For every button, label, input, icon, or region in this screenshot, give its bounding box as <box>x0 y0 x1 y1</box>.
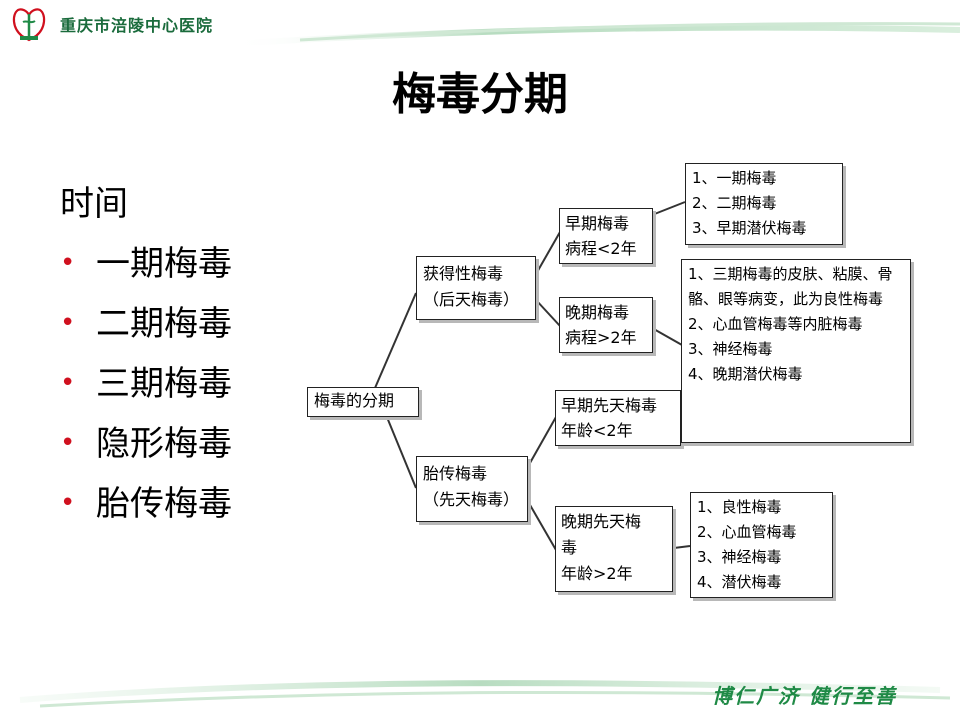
bullet-icon: • <box>60 428 76 458</box>
list-item: 2、二期梅毒 <box>692 194 777 212</box>
list-item: 1、一期梅毒 <box>692 169 777 187</box>
congenital-syphilis-box: 胎传梅毒 （先天梅毒） <box>416 456 528 522</box>
acquired-line1: 获得性梅毒 <box>423 264 504 283</box>
root-label: 梅毒的分期 <box>314 391 395 410</box>
diagram-root-box: 梅毒的分期 <box>307 387 419 417</box>
early-congenital-line2: 年龄<2年 <box>561 421 633 440</box>
bullet-icon: • <box>60 488 76 518</box>
early-congenital-box: 早期先天梅毒 年龄<2年 <box>555 390 681 446</box>
stage-label: 三期梅毒 <box>96 364 232 404</box>
stage-list: • 一期梅毒 • 二期梅毒 • 三期梅毒 • 隐形梅毒 • 胎传梅毒 <box>60 236 232 536</box>
stage-label: 一期梅毒 <box>96 244 232 284</box>
list-item: • 一期梅毒 <box>60 236 232 296</box>
list-item: 2、心血管梅毒 <box>697 523 797 541</box>
acquired-line2: （后天梅毒） <box>423 290 520 309</box>
early-acquired-line1: 早期梅毒 <box>565 214 630 233</box>
list-item: 1、三期梅毒的皮肤、粘膜、骨骼、眼等病变，此为良性梅毒 <box>688 265 893 308</box>
early-acquired-line2: 病程<2年 <box>565 239 637 258</box>
late-congenital-line1: 晚期先天梅 <box>561 512 642 531</box>
list-item: 2、心血管梅毒等内脏梅毒 <box>688 315 863 333</box>
bullet-icon: • <box>60 308 76 338</box>
list-item: • 隐形梅毒 <box>60 416 232 476</box>
list-item: • 三期梅毒 <box>60 356 232 416</box>
list-item: 1、良性梅毒 <box>697 498 782 516</box>
bullet-icon: • <box>60 248 76 278</box>
stage-label: 胎传梅毒 <box>96 484 232 524</box>
early-congenital-line1: 早期先天梅毒 <box>561 396 658 415</box>
slide-title: 梅毒分期 <box>392 69 568 120</box>
list-item: 3、早期潜伏梅毒 <box>692 219 807 237</box>
congenital-line2: （先天梅毒） <box>423 490 520 509</box>
header-decoration <box>229 22 960 47</box>
congenital-line1: 胎传梅毒 <box>423 464 488 483</box>
late-congenital-list-box: 1、良性梅毒 2、心血管梅毒 3、神经梅毒 4、潜伏梅毒 <box>690 492 833 598</box>
late-acquired-list-box: 1、三期梅毒的皮肤、粘膜、骨骼、眼等病变，此为良性梅毒 2、心血管梅毒等内脏梅毒… <box>681 259 911 443</box>
list-item: 3、神经梅毒 <box>697 548 782 566</box>
late-acquired-line1: 晚期梅毒 <box>565 303 630 322</box>
list-item: 3、神经梅毒 <box>688 340 773 358</box>
footer-slogan: 博仁广济 健行至善 <box>712 684 897 708</box>
list-item: 4、晚期潜伏梅毒 <box>688 365 803 383</box>
late-congenital-box: 晚期先天梅 毒 年龄>2年 <box>555 506 673 592</box>
stage-label: 隐形梅毒 <box>96 424 232 464</box>
late-congenital-line2: 毒 <box>561 538 578 557</box>
stage-label: 二期梅毒 <box>96 304 232 344</box>
list-item: • 二期梅毒 <box>60 296 232 356</box>
list-item: 4、潜伏梅毒 <box>697 573 782 591</box>
intro-label: 时间 <box>60 184 128 224</box>
hospital-name: 重庆市涪陵中心医院 <box>60 16 214 35</box>
bullet-icon: • <box>60 368 76 398</box>
footer-decoration <box>19 680 951 708</box>
early-acquired-list-box: 1、一期梅毒 2、二期梅毒 3、早期潜伏梅毒 <box>685 163 843 245</box>
list-item: • 胎传梅毒 <box>60 476 232 536</box>
late-acquired-line2: 病程>2年 <box>565 328 637 347</box>
early-acquired-box: 早期梅毒 病程<2年 <box>559 208 653 264</box>
hospital-logo-icon <box>12 8 46 42</box>
late-acquired-box: 晚期梅毒 病程>2年 <box>559 297 653 353</box>
acquired-syphilis-box: 获得性梅毒 （后天梅毒） <box>416 256 536 320</box>
late-congenital-line3: 年龄>2年 <box>561 564 633 583</box>
